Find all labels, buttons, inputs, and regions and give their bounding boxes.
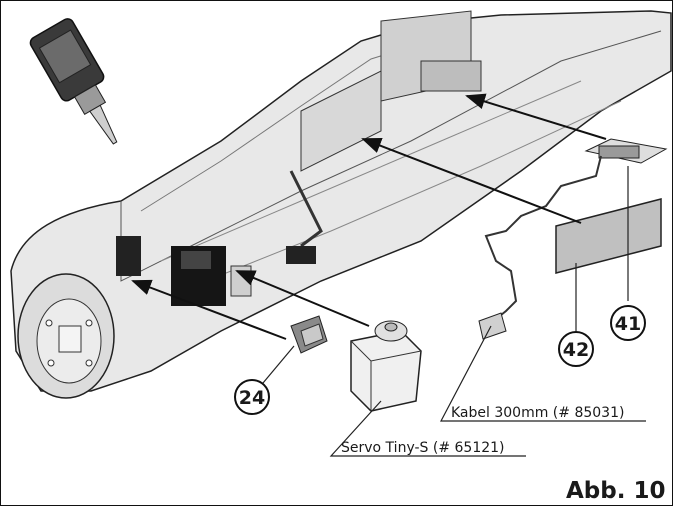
cable-label: Kabel 300mm (# 85031)	[451, 405, 624, 421]
cable-drawing	[478, 155, 602, 340]
svg-text:41: 41	[615, 313, 641, 335]
figure-caption: Abb. 10	[566, 478, 665, 504]
connector-board	[584, 138, 668, 164]
part-24-drawing	[290, 315, 328, 354]
leader-lines	[262, 166, 646, 457]
callout-24: 24	[234, 379, 270, 415]
callout-41: 41	[610, 305, 646, 341]
glue-bottle-icon	[29, 18, 118, 145]
servo-label: Servo Tiny-S (# 65121)	[341, 440, 505, 456]
panel-42-drawing	[555, 198, 662, 274]
assembly-arrows	[131, 93, 607, 340]
callout-42: 42	[558, 331, 594, 367]
fuselage-drawing	[10, 10, 672, 399]
svg-text:42: 42	[563, 339, 589, 361]
svg-text:24: 24	[239, 387, 265, 409]
servo-drawing	[350, 320, 422, 412]
